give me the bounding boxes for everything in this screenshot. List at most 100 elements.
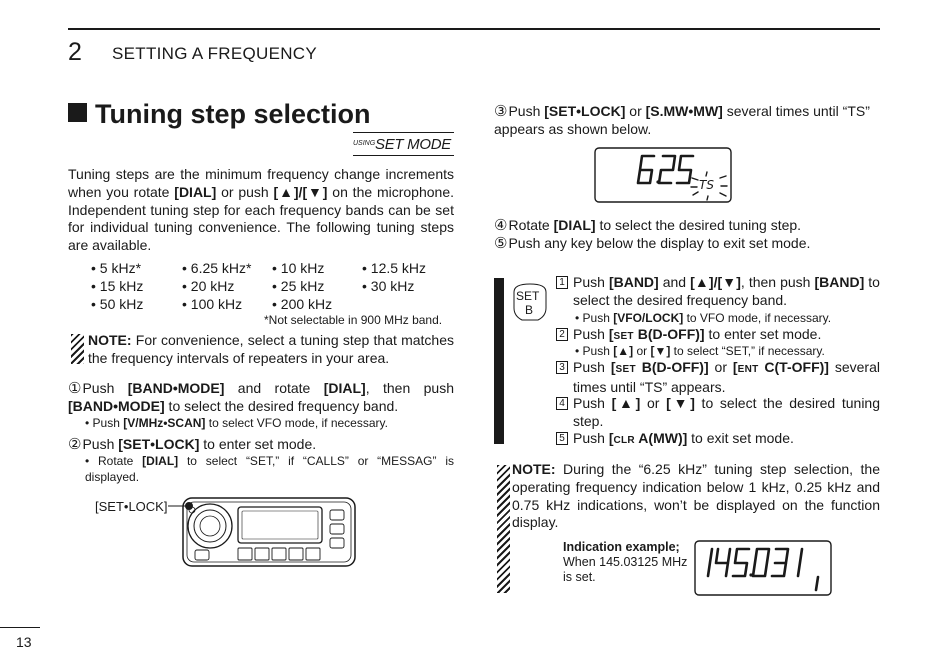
key-label: [DIAL]	[553, 217, 596, 233]
subnote-text: to select “SET,” if necessary.	[670, 344, 825, 358]
tuning-step-item: • 30 kHz	[362, 278, 415, 294]
lcd-digit	[706, 547, 714, 578]
tuning-step-item: • 200 kHz	[272, 296, 333, 312]
subnote-text: • Push	[575, 344, 614, 358]
lcd-digit	[751, 547, 771, 578]
note-hatch-icon	[497, 465, 510, 593]
subnote-text: to select VFO mode, if necessary.	[205, 416, 388, 430]
key-smallcaps: SET	[613, 331, 634, 342]
step-box-number: 5	[556, 432, 568, 445]
set-b-step-text: Push [▲] or [▼] to select the desired tu…	[573, 395, 880, 431]
note-label: NOTE:	[88, 332, 132, 348]
step-text: several times until “TS” appears.	[573, 359, 880, 395]
key-bracket: [	[732, 359, 738, 375]
chapter-number: 2	[68, 38, 82, 66]
key-label: [ENT C(T-OFF)]	[733, 359, 829, 375]
subnote-text: or	[633, 344, 651, 358]
step-text: Push	[573, 359, 611, 375]
page-number-rule	[0, 627, 40, 628]
set-b-step-2: 2 Push [SET B(D-OFF)] to enter set mode.	[556, 326, 880, 346]
step-text: Push	[573, 395, 612, 411]
key-smallcaps: SET	[615, 364, 636, 375]
lcd-ts-indicator: TS	[699, 178, 714, 192]
lcd-digit	[636, 154, 656, 185]
step-1: ①Push [BAND•MODE] and rotate [DIAL], the…	[68, 380, 454, 416]
intro-paragraph: Tuning steps are the minimum frequency c…	[68, 166, 454, 255]
key-bracket: [	[610, 359, 616, 375]
step-text: or	[708, 359, 733, 375]
tuning-step-item: • 50 kHz	[91, 296, 144, 312]
page-number: 13	[16, 634, 32, 650]
key-label: [S.MW•MW]	[645, 103, 723, 119]
tuning-step-item: • 5 kHz*	[91, 260, 142, 276]
step-text: Push	[573, 274, 609, 290]
step-text: , then push	[740, 274, 815, 290]
chapter-title: SETTING A FREQUENCY	[112, 44, 318, 63]
step-text: and rotate	[224, 380, 324, 396]
lcd-digit	[796, 547, 804, 578]
key-label: [BAND•MODE]	[127, 380, 225, 396]
set-b-step-5: 5 Push [CLR A(MW)] to exit set mode.	[556, 430, 880, 450]
note-text: For convenience, select a tuning step th…	[88, 332, 454, 366]
lcd-digit	[770, 547, 790, 578]
key-label: [CLR A(MW)]	[609, 430, 687, 446]
step-text: to enter set mode.	[199, 436, 317, 452]
key-label: [DIAL]	[142, 454, 179, 468]
tuning-step-item: • 25 kHz	[272, 278, 325, 294]
key-smallcaps: ENT	[737, 364, 759, 375]
note-hatch-icon	[71, 334, 84, 364]
key-label: [▼]	[650, 344, 671, 358]
step-text: , then push	[365, 380, 454, 396]
key-outline-icon	[513, 283, 547, 321]
step-text: to select the desired frequency band.	[573, 274, 880, 308]
intro-dial-key: [DIAL]	[174, 183, 217, 200]
step-number: ③	[494, 103, 508, 120]
key-label: [BAND]	[814, 274, 865, 290]
step-number: ④	[494, 217, 508, 234]
step-text: to select the desired frequency band.	[164, 397, 399, 414]
set-b-key-icon: SET B	[511, 280, 549, 324]
indication-label: Indication example;	[563, 540, 680, 554]
subnote-text: • Rotate	[85, 454, 143, 468]
step-2-subnote: • Rotate [DIAL] to select “SET,” if “CAL…	[85, 453, 454, 485]
tuning-step-item: • 6.25 kHz*	[182, 260, 252, 276]
step-text: and	[658, 274, 691, 290]
set-b-step-1-subnote: • Push [VFO/LOCK] to VFO mode, if necess…	[575, 311, 880, 325]
set-b-step-1: 1 Push [BAND] and [▲]/[▼], then push [BA…	[556, 274, 880, 310]
subnote-text: to VFO mode, if necessary.	[683, 311, 832, 325]
key-label: [BAND]	[608, 274, 659, 290]
set-b-icon-line2: B	[525, 303, 534, 317]
key-name: B(D-OFF)]	[633, 326, 705, 342]
lcd-ts-display: TS	[594, 147, 732, 203]
key-label: [SET•LOCK]	[118, 436, 200, 452]
step-text: to select the desired tuning step.	[595, 217, 802, 233]
set-b-step-text: Push [BAND] and [▲]/[▼], then push [BAND…	[573, 274, 880, 310]
key-label: [▼]	[666, 395, 695, 411]
key-label: [VFO/LOCK]	[613, 311, 684, 325]
tuning-step-item: • 100 kHz	[182, 296, 243, 312]
key-smallcaps: CLR	[613, 435, 635, 446]
key-label: [▲]	[613, 344, 634, 358]
note-1: NOTE: For convenience, select a tuning s…	[88, 332, 454, 368]
key-name: A(MW)]	[634, 430, 688, 446]
key-label: [BAND•MODE]	[68, 397, 165, 414]
tuning-step-item: • 10 kHz	[272, 260, 325, 276]
lcd-digit	[731, 547, 751, 578]
key-label: [SET B(D-OFF)]	[609, 326, 705, 342]
key-name: C(T-OFF)]	[758, 359, 829, 375]
step-3: ③Push [SET•LOCK] or [S.MW•MW] several ti…	[494, 103, 880, 139]
set-b-step-text: Push [SET B(D-OFF)] or [ENT C(T-OFF)] se…	[573, 359, 880, 397]
key-bracket: [	[608, 326, 614, 342]
lcd-digit	[675, 154, 695, 185]
set-b-step-text: Push [CLR A(MW)] to exit set mode.	[573, 430, 880, 450]
step-number: ②	[68, 436, 82, 453]
step-text: Push	[573, 430, 609, 446]
set-mode-badge: USING SET MODE	[353, 132, 454, 156]
step-2: ②Push [SET•LOCK] to enter set mode.	[68, 436, 454, 454]
set-lock-callout: [SET•LOCK]	[95, 499, 168, 514]
set-b-step-text: Push [SET B(D-OFF)] to enter set mode.	[573, 326, 880, 346]
tuning-step-item: • 12.5 kHz	[362, 260, 427, 276]
set-b-icon-line1: SET	[516, 289, 540, 303]
step-text: Rotate	[508, 217, 554, 233]
indication-line: When 145.03125 MHz	[563, 555, 688, 569]
